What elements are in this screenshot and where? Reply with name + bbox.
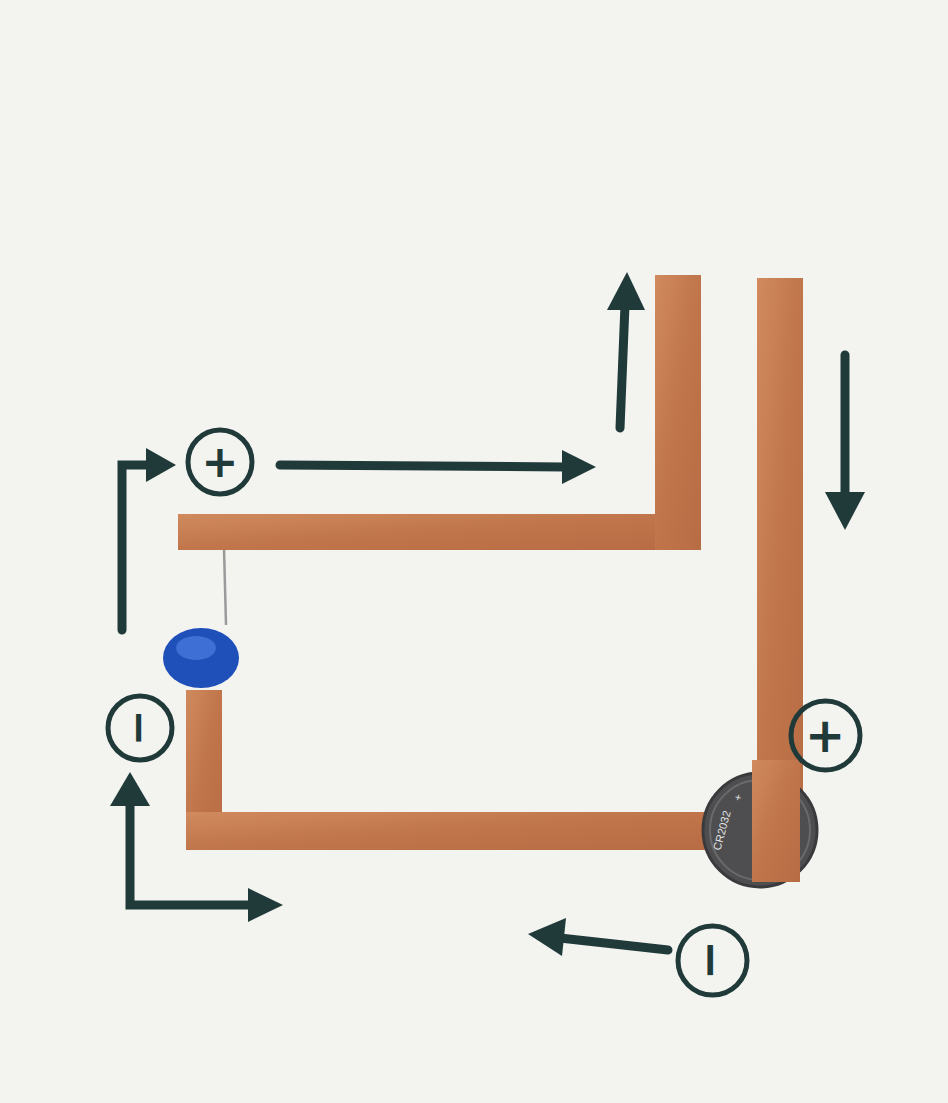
flow-arrow — [620, 305, 625, 428]
circle-outline — [188, 430, 252, 494]
led-highlight — [176, 636, 216, 660]
flow-arrow — [130, 800, 250, 905]
copper-tape — [186, 812, 711, 850]
flow-arrows — [122, 305, 845, 950]
arrowhead — [607, 272, 645, 310]
flow-arrow — [841, 355, 850, 495]
led-body — [163, 628, 239, 688]
arrowhead — [562, 450, 596, 484]
circled-symbol: + — [788, 698, 863, 773]
arrowheads — [110, 272, 865, 956]
arrowhead — [248, 888, 283, 922]
polarity-sign: − — [118, 710, 162, 747]
polarity-sign: + — [805, 711, 845, 759]
arrowhead — [146, 448, 176, 482]
circle-outline — [108, 696, 172, 760]
flow-arrow — [280, 465, 565, 467]
flow-arrow — [560, 938, 668, 950]
battery-marking: CR2032 — [711, 809, 732, 851]
circle-outline — [791, 701, 860, 770]
flow-arrow — [122, 465, 150, 630]
led-lead — [224, 548, 226, 625]
battery-marking: + — [732, 792, 744, 801]
copper-tape — [655, 275, 701, 550]
polarity-sign: − — [688, 940, 736, 980]
circled-symbol: − — [675, 923, 750, 998]
circled-symbol: + — [185, 427, 255, 497]
arrowhead — [825, 492, 865, 530]
polarity-sign: + — [202, 440, 239, 484]
copper-tape — [178, 514, 688, 550]
arrowhead — [528, 918, 566, 956]
arrowhead — [110, 772, 150, 806]
circled-symbol: − — [105, 693, 175, 763]
copper-tape — [752, 760, 800, 882]
circle-outline — [678, 926, 747, 995]
